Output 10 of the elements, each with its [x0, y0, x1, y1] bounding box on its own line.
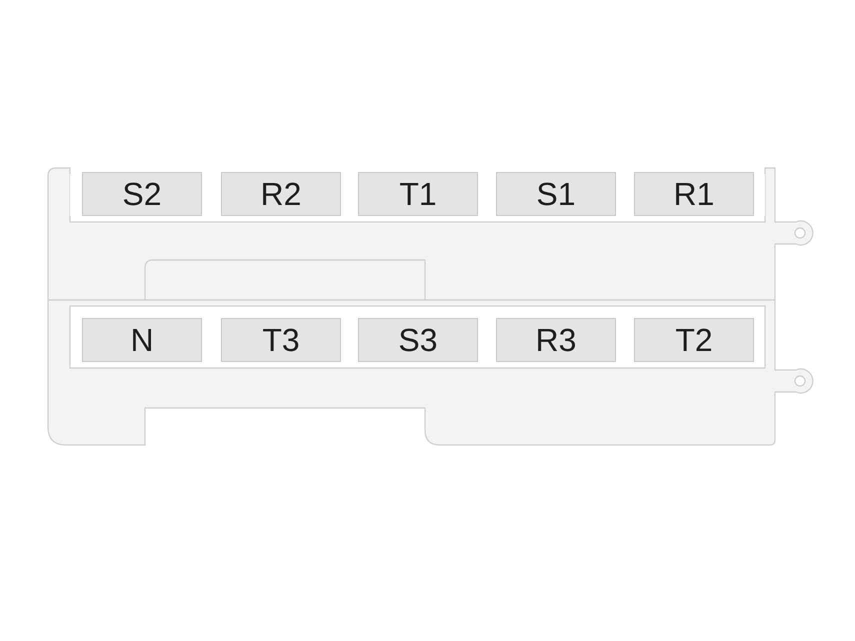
marker-tag: T1 — [358, 172, 478, 216]
marker-tag: S1 — [496, 172, 616, 216]
marker-tag: S3 — [358, 318, 478, 362]
marker-tag: T2 — [634, 318, 754, 362]
marker-tag: S2 — [82, 172, 202, 216]
marker-tag: N — [82, 318, 202, 362]
marker-tag: T3 — [221, 318, 341, 362]
marker-tag: R2 — [221, 172, 341, 216]
marker-tag: R3 — [496, 318, 616, 362]
marker-tag: R1 — [634, 172, 754, 216]
